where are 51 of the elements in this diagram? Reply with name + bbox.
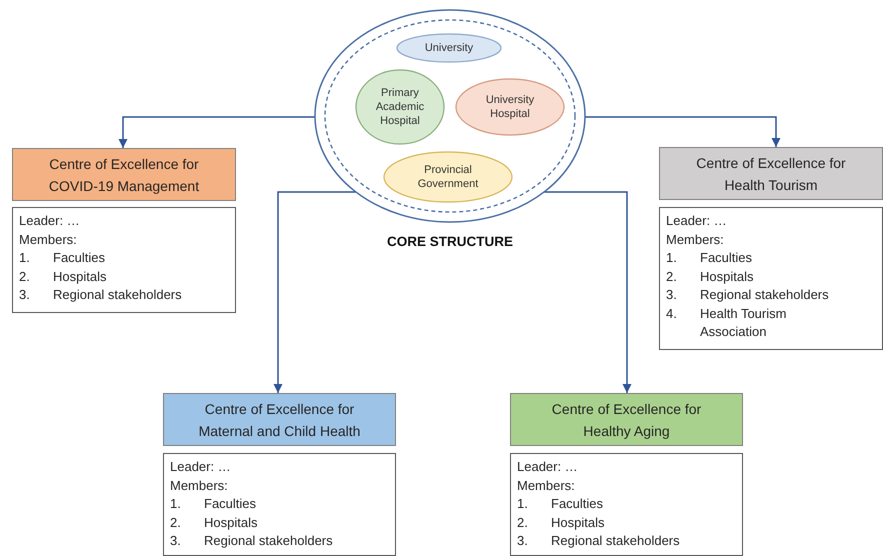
leader-text: Leader: … bbox=[666, 212, 728, 230]
members-box bbox=[12, 207, 236, 313]
connector-arrow bbox=[544, 191, 632, 393]
title-bar: Centre of Excellence for Health Tourism bbox=[659, 147, 883, 200]
list-item: Faculties bbox=[53, 249, 106, 267]
list-number: 2. bbox=[170, 514, 182, 532]
members-box bbox=[659, 207, 883, 350]
list-number: 3. bbox=[19, 286, 31, 304]
oval-label: Provincial Government bbox=[416, 163, 480, 191]
list-number: 2. bbox=[666, 268, 678, 286]
list-number: 2. bbox=[19, 268, 31, 286]
members-heading: Members: bbox=[19, 230, 78, 248]
connector-arrow bbox=[118, 116, 315, 148]
list-item: Faculties bbox=[204, 495, 256, 513]
connector-arrow bbox=[585, 116, 780, 147]
list-item: Regional stakeholders bbox=[551, 532, 680, 550]
oval-label: University Hospital bbox=[484, 93, 536, 121]
leader-text: Leader: … bbox=[19, 212, 81, 230]
members-heading: Members: bbox=[517, 476, 576, 494]
members-box bbox=[510, 453, 743, 556]
list-number: 1. bbox=[666, 249, 678, 267]
list-item: Health Tourism Association bbox=[700, 304, 788, 341]
oval-label: University bbox=[424, 41, 474, 55]
title-bar: Centre of Excellence for Maternal and Child Health bbox=[163, 393, 396, 446]
title-bar: Centre of Excellence for COVID-19 Management bbox=[12, 148, 236, 201]
list-number: 3. bbox=[170, 532, 182, 550]
list-item: Regional stakeholders bbox=[204, 532, 333, 550]
list-item: Hospitals bbox=[53, 268, 106, 286]
core-label: CORE STRUCTURE bbox=[386, 234, 514, 249]
list-item: Hospitals bbox=[700, 268, 754, 286]
members-heading: Members: bbox=[666, 230, 725, 248]
list-number: 3. bbox=[517, 532, 529, 550]
list-item: Hospitals bbox=[551, 514, 604, 532]
leader-text: Leader: … bbox=[170, 458, 232, 476]
list-item: Faculties bbox=[700, 249, 752, 267]
oval-label: Primary Academic Hospital bbox=[374, 86, 426, 128]
list-number: 2. bbox=[517, 514, 529, 532]
leader-text: Leader: … bbox=[517, 458, 579, 476]
list-item: Hospitals bbox=[204, 514, 258, 532]
list-number: 1. bbox=[170, 495, 182, 513]
list-number: 3. bbox=[666, 286, 678, 304]
list-number: 1. bbox=[19, 249, 31, 267]
list-item: Faculties bbox=[551, 495, 604, 513]
list-item: Regional stakeholders bbox=[53, 286, 182, 304]
members-box bbox=[163, 453, 396, 556]
title-bar: Centre of Excellence for Healthy Aging bbox=[510, 393, 743, 446]
connector-arrow bbox=[274, 191, 356, 393]
list-number: 1. bbox=[517, 495, 529, 513]
members-heading: Members: bbox=[170, 476, 229, 494]
list-number: 4. bbox=[666, 304, 678, 322]
list-item: Regional stakeholders bbox=[700, 286, 829, 304]
